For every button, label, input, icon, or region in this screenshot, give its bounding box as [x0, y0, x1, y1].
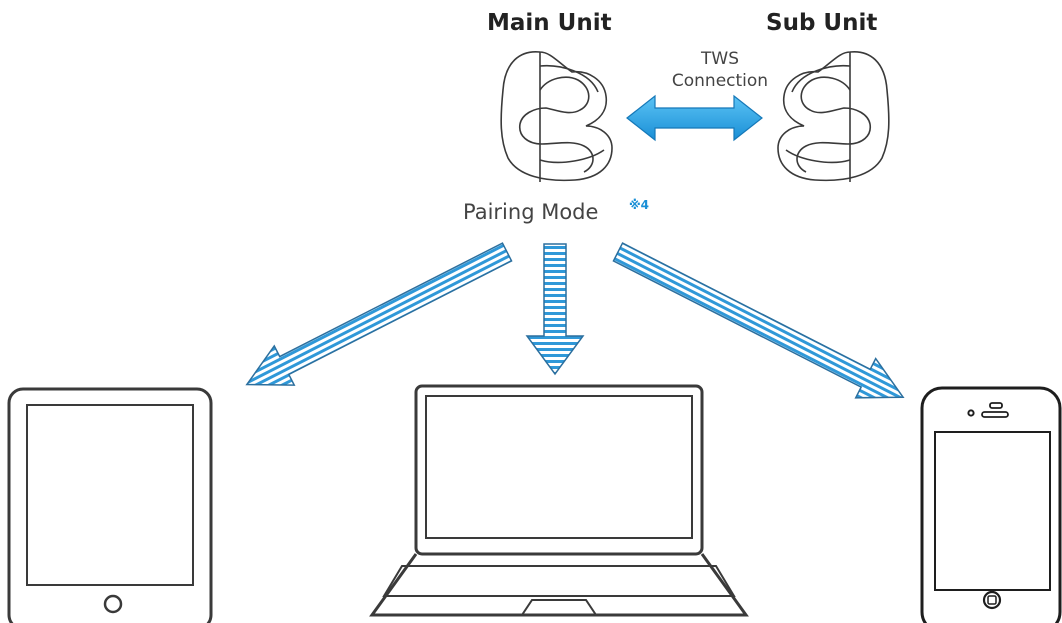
tws-connection-label: TWS Connection [640, 48, 800, 92]
pairing-footnote-marker: ※4 [629, 198, 650, 212]
main-unit-earbud-icon [500, 51, 613, 182]
arrow-to-laptop [525, 243, 585, 376]
tws-connection-arrow [626, 94, 763, 142]
arrow-to-tablet [245, 242, 513, 386]
pairing-mode-label: Pairing Mode [463, 200, 599, 224]
tws-label-line2: Connection [671, 71, 769, 91]
sub-unit-earbud-icon [777, 51, 890, 182]
tws-label-line1: TWS [701, 49, 739, 69]
sub-unit-title: Sub Unit [766, 10, 878, 36]
tablet-icon [7, 387, 213, 623]
arrow-to-phone [612, 242, 905, 399]
main-unit-title: Main Unit [487, 10, 612, 36]
laptop-icon [369, 384, 749, 617]
smartphone-icon [920, 386, 1062, 623]
